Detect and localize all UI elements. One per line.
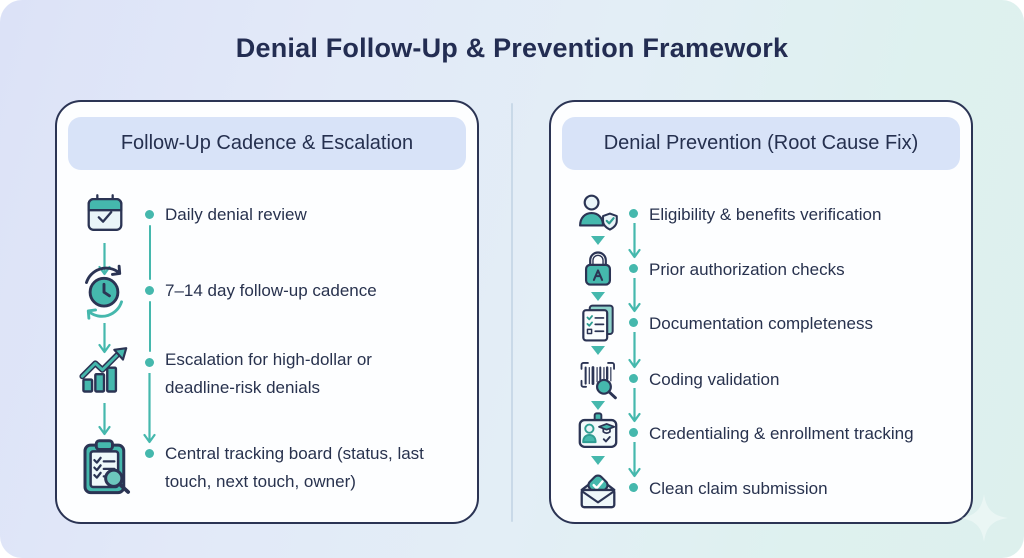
flow-triangle xyxy=(591,456,605,465)
followup-panel-header: Follow-Up Cadence & Escalation xyxy=(68,117,466,170)
connector-line xyxy=(149,225,151,280)
prevention-panel-header: Denial Prevention (Root Cause Fix) xyxy=(562,117,960,170)
bullet-dot xyxy=(145,358,154,367)
connector-arrow xyxy=(143,371,156,445)
sparkle-decoration xyxy=(958,492,1010,544)
prevention-item-label: Coding validation xyxy=(649,370,780,389)
panel-divider xyxy=(511,103,513,522)
prevention-item-label: Documentation completeness xyxy=(649,314,873,333)
connector-line xyxy=(149,301,151,352)
followup-item-label: Central tracking board (status, last tou… xyxy=(165,444,424,491)
bullet-dot xyxy=(145,286,154,295)
followup-item-label: Escalation for high-dollar or deadline-r… xyxy=(165,350,372,397)
connector-arrow xyxy=(628,440,641,479)
cycle-clock-icon xyxy=(75,262,133,320)
person-shield-check-icon xyxy=(576,192,620,236)
bullet-dot xyxy=(629,209,638,218)
prevention-item-label: Eligibility & benefits verification xyxy=(649,205,882,224)
growth-chart-icon xyxy=(78,346,130,398)
connector-arrow xyxy=(628,386,641,424)
bullet-dot xyxy=(145,210,154,219)
followup-item-label: Daily denial review xyxy=(165,205,307,224)
calendar-check-icon xyxy=(82,191,128,237)
followup-panel: Follow-Up Cadence & Escalation xyxy=(55,100,479,524)
connector-arrow xyxy=(628,221,641,260)
prevention-item-label: Prior authorization checks xyxy=(649,260,845,279)
bullet-dot xyxy=(629,428,638,437)
flow-arrow xyxy=(98,401,111,437)
envelope-check-icon xyxy=(575,465,621,511)
flow-triangle xyxy=(591,401,605,410)
prevention-item-label: Clean claim submission xyxy=(649,479,828,498)
authorization-lock-icon xyxy=(576,247,620,291)
clipboard-search-icon xyxy=(75,437,135,497)
bullet-dot xyxy=(629,318,638,327)
flow-triangle xyxy=(591,236,605,245)
connector-arrow xyxy=(628,330,641,370)
followup-item-label: 7–14 day follow-up cadence xyxy=(165,281,377,300)
flow-triangle xyxy=(591,346,605,355)
prevention-panel: Denial Prevention (Root Cause Fix) xyxy=(549,100,973,524)
flow-arrow xyxy=(98,321,111,355)
id-badge-credential-icon xyxy=(575,410,621,456)
flow-triangle xyxy=(591,292,605,301)
connector-arrow xyxy=(628,276,641,314)
page-title: Denial Follow-Up & Prevention Framework xyxy=(235,33,789,63)
bullet-dot xyxy=(145,449,154,458)
documents-checklist-icon xyxy=(576,301,620,345)
prevention-item-label: Credentialing & enrollment tracking xyxy=(649,424,914,443)
bullet-dot xyxy=(629,264,638,273)
barcode-search-icon xyxy=(576,357,620,401)
bullet-dot xyxy=(629,374,638,383)
bullet-dot xyxy=(629,483,638,492)
